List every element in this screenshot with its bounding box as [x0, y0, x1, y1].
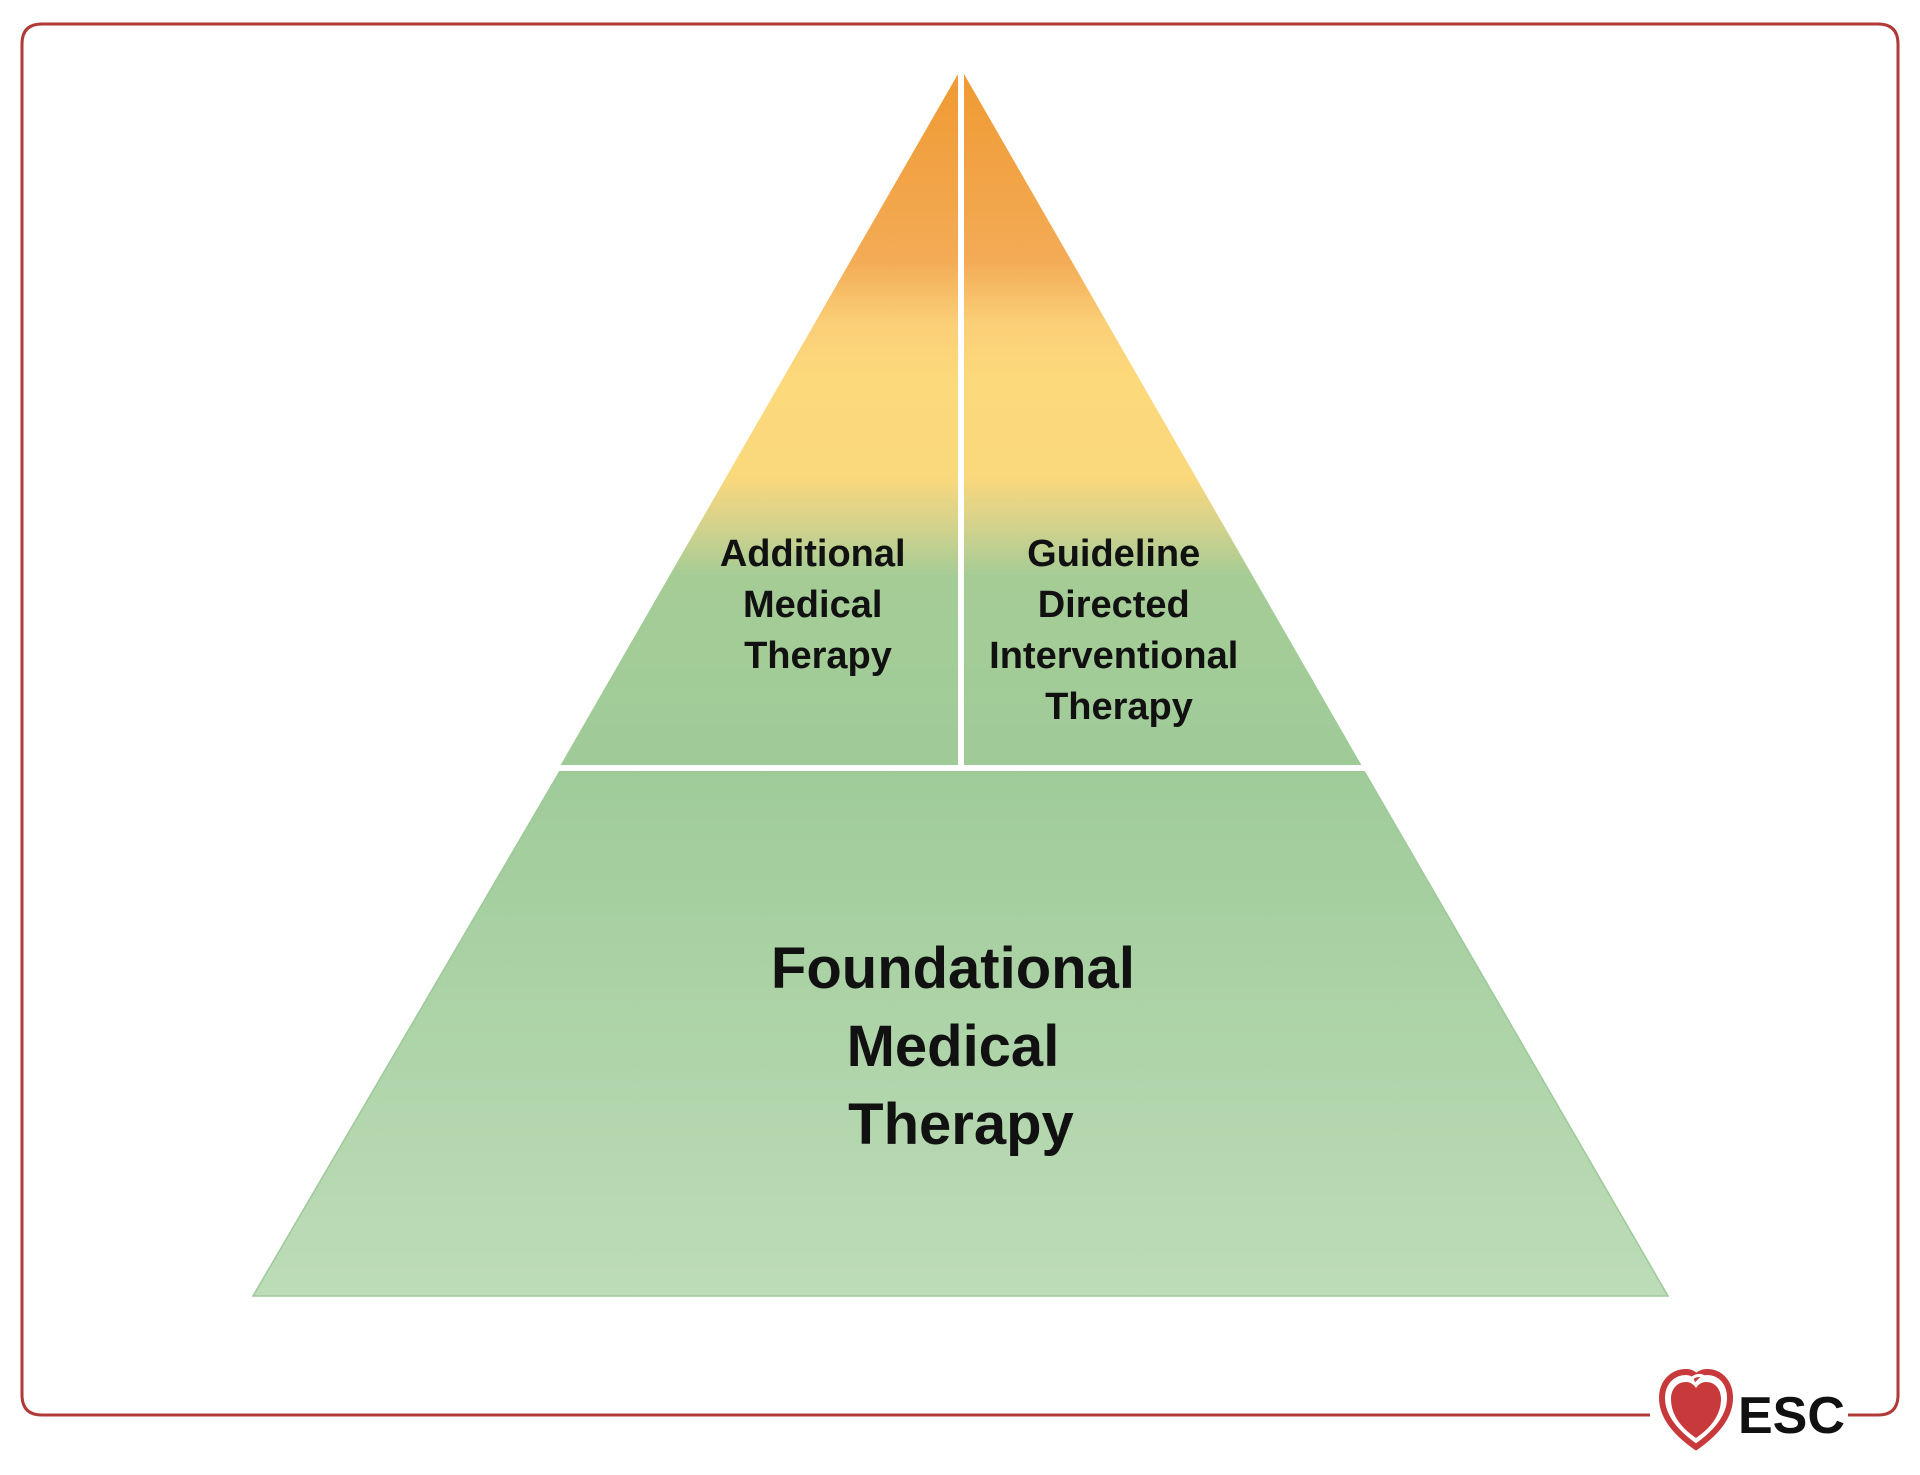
- top-right-label-line: Guideline: [1027, 533, 1200, 575]
- top-right-label-line: Interventional: [989, 635, 1238, 677]
- top-left-label: Additional Medical Therapy: [720, 533, 916, 677]
- top-left-label-line: Therapy: [744, 635, 892, 677]
- heart-logo-icon: [1658, 1368, 1734, 1451]
- top-right-label-line: Therapy: [1045, 686, 1193, 728]
- frame-border: [20, 22, 1900, 1417]
- base-label-line: Foundational: [771, 936, 1135, 1001]
- esc-logo: ESC: [1658, 1368, 1845, 1451]
- top-right-label: Guideline Directed Interventional Therap…: [989, 533, 1249, 728]
- esc-logo-text: ESC: [1738, 1387, 1845, 1445]
- top-left-label-line: Medical: [743, 584, 882, 626]
- pyramid-top-left-segment: [560, 74, 958, 766]
- base-label-line: Medical: [847, 1014, 1060, 1079]
- pyramid-top-right-segment: [964, 74, 1362, 766]
- base-label: Foundational Medical Therapy: [771, 936, 1151, 1157]
- top-right-label-line: Directed: [1038, 584, 1190, 626]
- top-left-label-line: Additional: [720, 533, 906, 575]
- base-label-line: Therapy: [848, 1092, 1074, 1157]
